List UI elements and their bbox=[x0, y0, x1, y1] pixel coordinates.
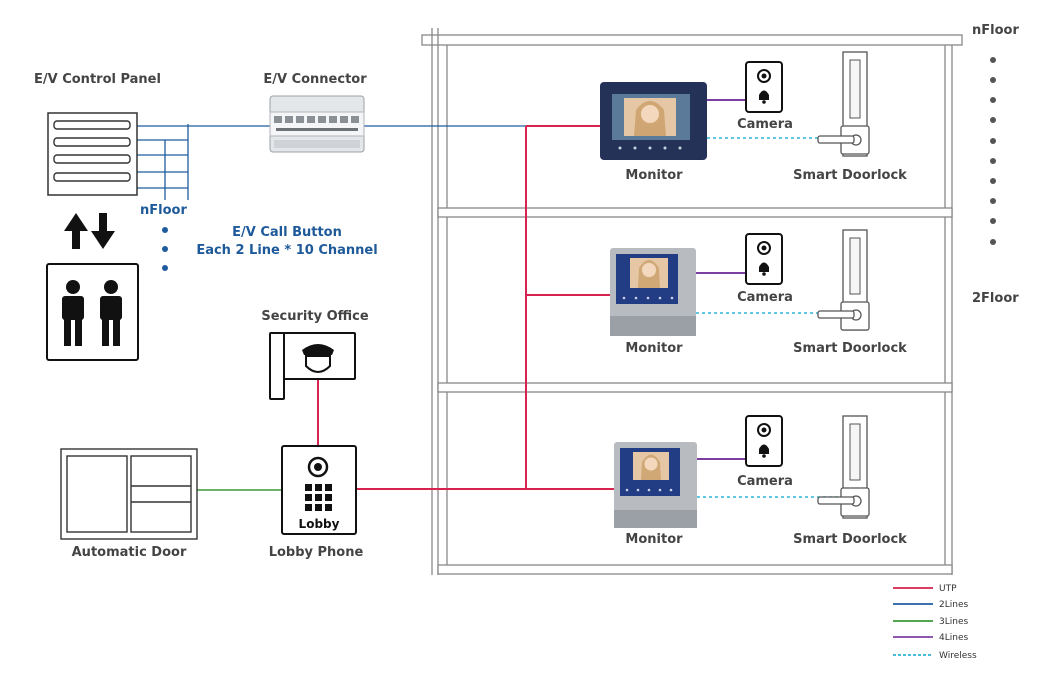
lobby-phone-icon: Lobby bbox=[281, 445, 357, 535]
camera-label: Camera bbox=[737, 290, 793, 305]
ev-control-panel-label: E/V Control Panel bbox=[34, 72, 161, 87]
legend-label-utp: UTP bbox=[939, 584, 957, 594]
lobby-phone-label: Lobby Phone bbox=[269, 545, 364, 560]
ev-call-button-label: E/V Call Button bbox=[232, 225, 342, 240]
monitor-device bbox=[614, 442, 697, 528]
automatic-door-icon bbox=[60, 448, 198, 540]
ev-call-button-spec: Each 2 Line * 10 Channel bbox=[196, 243, 377, 258]
camera-label: Camera bbox=[737, 117, 793, 132]
monitor-device bbox=[610, 248, 696, 336]
building-frame bbox=[421, 28, 963, 575]
security-office-label: Security Office bbox=[261, 309, 368, 324]
four-lines-wiring bbox=[696, 99, 746, 460]
automatic-door-label: Automatic Door bbox=[72, 545, 187, 560]
up-down-arrows-icon bbox=[64, 213, 115, 249]
camera-label: Camera bbox=[737, 474, 793, 489]
smart-doorlock-label: Smart Doorlock bbox=[793, 532, 907, 547]
smart-doorlock-device bbox=[817, 229, 870, 331]
legend-label-3lines: 3Lines bbox=[939, 617, 968, 627]
ev-connector-label: E/V Connector bbox=[263, 72, 367, 87]
legend-label-4lines: 4Lines bbox=[939, 633, 968, 643]
smart-doorlock-device bbox=[817, 415, 870, 519]
camera-icon bbox=[745, 233, 783, 285]
lobby-badge-text: Lobby bbox=[299, 517, 340, 531]
legend: UTP 2Lines 3Lines 4Lines Wireless bbox=[893, 584, 977, 661]
ev-nfloor-label: nFloor bbox=[140, 203, 187, 218]
smart-doorlock-label: Smart Doorlock bbox=[793, 168, 907, 183]
monitor-label: Monitor bbox=[625, 168, 683, 183]
floor-label-n: nFloor bbox=[972, 23, 1019, 38]
monitor-label: Monitor bbox=[625, 341, 683, 356]
monitor-device bbox=[600, 82, 707, 160]
camera-icon bbox=[745, 61, 783, 113]
ev-connector-device bbox=[269, 95, 365, 153]
legend-label-2lines: 2Lines bbox=[939, 600, 968, 610]
smart-doorlock-device bbox=[817, 51, 870, 157]
ev-floor-dots bbox=[162, 227, 168, 271]
security-office-icon bbox=[269, 332, 356, 400]
camera-icon bbox=[745, 415, 783, 467]
legend-label-wireless: Wireless bbox=[939, 651, 977, 661]
smart-doorlock-label: Smart Doorlock bbox=[793, 341, 907, 356]
ev-control-panel bbox=[47, 112, 138, 196]
floor-label-2: 2Floor bbox=[972, 291, 1019, 306]
two-lines-wiring bbox=[137, 124, 600, 200]
monitor-label: Monitor bbox=[625, 532, 683, 547]
elevator-icon bbox=[46, 263, 139, 361]
utp-wiring bbox=[317, 125, 614, 490]
floor-dots bbox=[990, 57, 996, 245]
